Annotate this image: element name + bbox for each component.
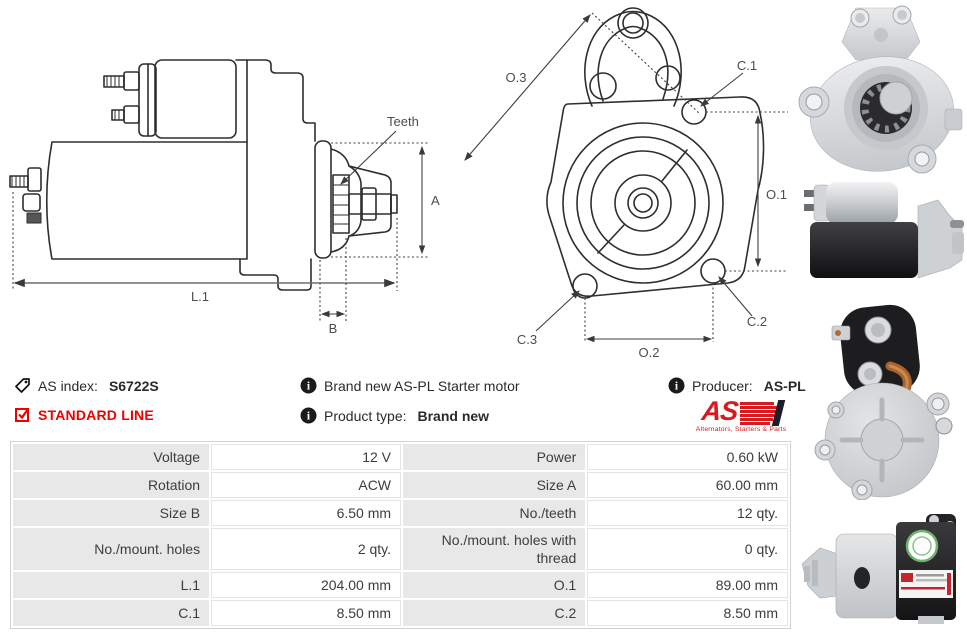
product-photo-side[interactable] [800, 176, 966, 293]
dimension-label-c3: C.3 [517, 332, 537, 347]
as-index-value: S6722S [108, 377, 159, 394]
front-view-dimensions [464, 12, 788, 343]
spec-label-cell: No./mount. holes [13, 528, 210, 570]
tag-icon [15, 378, 30, 393]
dimension-label-o2: O.2 [639, 345, 660, 360]
table-row: C.1 8.50 mm C.2 8.50 mm [13, 600, 788, 626]
side-view-dimensions [12, 130, 428, 321]
side-view-drawing: Teeth A L.1 B [9, 59, 440, 336]
spec-label-cell: Rotation [13, 472, 210, 498]
spec-label-cell: No./mount. holes with thread [403, 528, 586, 570]
product-photo-front[interactable] [798, 2, 964, 179]
info-icon: i [300, 377, 317, 394]
table-row: Size B 6.50 mm No./teeth 12 qty. [13, 500, 788, 526]
spec-value-cell: 12 qty. [587, 500, 788, 526]
spec-label-cell: Voltage [13, 444, 210, 470]
teeth-label: Teeth [387, 114, 419, 129]
dimension-label-c2: C.2 [747, 314, 767, 329]
spec-value-cell: 0 qty. [587, 528, 788, 570]
dimension-label-b: B [329, 321, 338, 336]
spec-value-cell: 12 V [211, 444, 402, 470]
as-logo-tagline: Alternators, Starters & Parts [695, 426, 787, 433]
spec-table: Voltage 12 V Power 0.60 kW Rotation ACW … [10, 441, 791, 629]
spec-value-cell: 204.00 mm [211, 572, 402, 598]
svg-text:i: i [675, 381, 679, 393]
producer-label: Producer: [692, 377, 753, 394]
product-type-row: i Product type: Brand new [300, 407, 489, 424]
product-type-label: Product type: [324, 407, 407, 424]
info-icon: i [300, 407, 317, 424]
table-row: L.1 204.00 mm O.1 89.00 mm [13, 572, 788, 598]
front-view-drawing: O.3 C.1 O.1 C.2 C.3 O.2 [464, 7, 788, 360]
description-text: Brand new AS-PL Starter motor [324, 377, 520, 394]
svg-text:i: i [307, 411, 311, 423]
dimension-label-c1: C.1 [737, 58, 757, 73]
dimension-label-a: A [431, 193, 440, 208]
spec-value-cell: ACW [211, 472, 402, 498]
spec-value-cell: 89.00 mm [587, 572, 788, 598]
spec-label-cell: C.1 [13, 600, 210, 626]
product-photo-side-label[interactable] [798, 506, 967, 633]
as-index-row: AS index: S6722S [14, 377, 159, 394]
spec-value-cell: 6.50 mm [211, 500, 402, 526]
as-logo-text: AS [700, 396, 740, 426]
producer-row: i Producer: AS-PL [668, 377, 806, 394]
product-photo-rear[interactable] [798, 300, 964, 505]
spec-value-cell: 2 qty. [211, 528, 402, 570]
standard-line-row: STANDARD LINE [14, 406, 154, 423]
spec-label-cell: No./teeth [403, 500, 586, 526]
spec-label-cell: Power [403, 444, 586, 470]
product-photo-gallery [795, 0, 967, 636]
info-icon: i [668, 377, 685, 394]
spec-value-cell: 0.60 kW [587, 444, 788, 470]
starter-side-outline [9, 59, 398, 291]
spec-label-cell: C.2 [403, 600, 586, 626]
table-row: No./mount. holes 2 qty. No./mount. holes… [13, 528, 788, 570]
dimension-label-l1: L.1 [191, 289, 209, 304]
product-type-value: Brand new [417, 407, 490, 424]
spec-value-cell: 60.00 mm [587, 472, 788, 498]
spec-value-cell: 8.50 mm [211, 600, 402, 626]
check-square-icon [15, 408, 29, 422]
svg-text:i: i [307, 381, 311, 393]
spec-label-cell: L.1 [13, 572, 210, 598]
spec-value-cell: 8.50 mm [587, 600, 788, 626]
table-row: Rotation ACW Size A 60.00 mm [13, 472, 788, 498]
spec-label-cell: O.1 [403, 572, 586, 598]
starter-front-outline [546, 7, 765, 299]
standard-line-badge: STANDARD LINE [38, 406, 154, 423]
table-row: Voltage 12 V Power 0.60 kW [13, 444, 788, 470]
as-logo-stripes [739, 400, 785, 426]
dimension-label-o1: O.1 [766, 187, 787, 202]
as-index-label: AS index: [38, 377, 98, 394]
as-pl-logo: AS Alternators, Starters & Parts [690, 394, 792, 433]
description-row: i Brand new AS-PL Starter motor [300, 377, 520, 394]
spec-label-cell: Size B [13, 500, 210, 526]
spec-label-cell: Size A [403, 472, 586, 498]
producer-value: AS-PL [763, 377, 806, 394]
dimension-label-o3: O.3 [506, 70, 527, 85]
